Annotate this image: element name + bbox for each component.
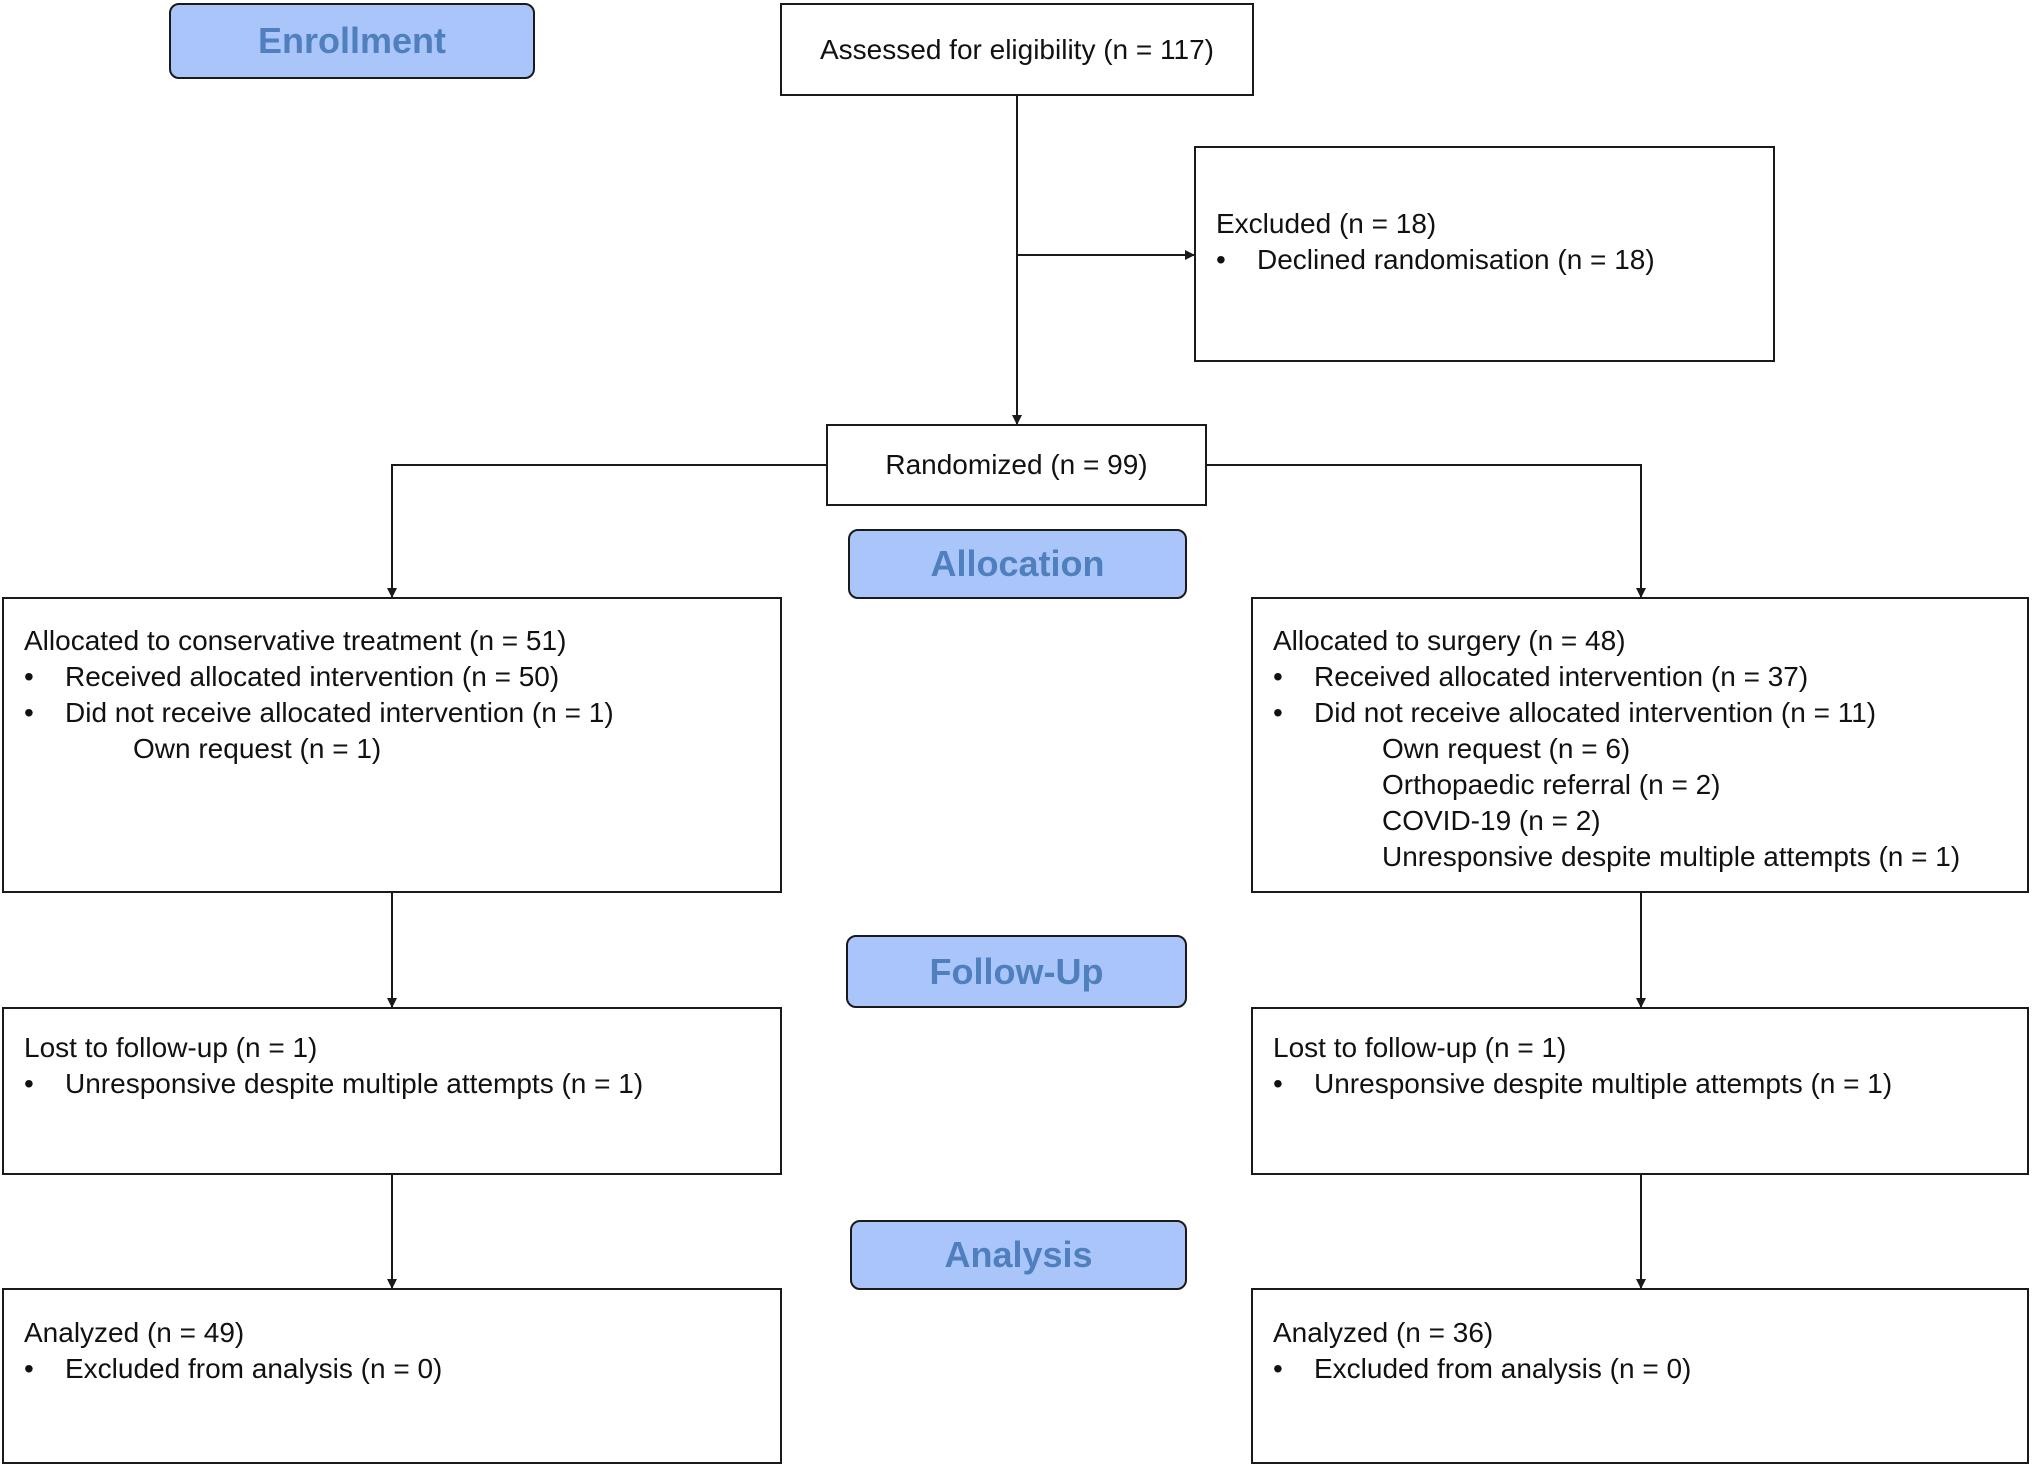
excluded-title: Excluded (n = 18) — [1216, 208, 1437, 239]
surgery-followup-title: Lost to follow-up (n = 1) — [1273, 1032, 1567, 1063]
conservative-followup-title: Lost to follow-up (n = 1) — [24, 1032, 318, 1063]
conservative-allocation-reason: Own request (n = 1) — [133, 733, 382, 764]
randomized-box: Randomized (n = 99) — [826, 424, 1207, 506]
arrow-randomized-to-surgery — [1207, 464, 1646, 598]
stage-follow-up-label: Follow-Up — [929, 950, 1104, 992]
conservative-allocation-item-text: Received allocated intervention (n = 50) — [65, 661, 560, 692]
stage-enrollment: Enrollment — [169, 3, 535, 79]
surgery-allocation-title: Allocated to surgery (n = 48) — [1273, 625, 1626, 656]
bullet-dot: • — [24, 1068, 34, 1099]
conservative-analysis-item-text: Excluded from analysis (n = 0) — [65, 1353, 443, 1384]
surgery-allocation-item: • Received allocated intervention (n = 37… — [1273, 659, 2017, 695]
conservative-allocation-box: Allocated to conservative treatment (n =… — [2, 597, 782, 893]
conservative-analysis-title: Analyzed (n = 49) — [24, 1317, 245, 1348]
conservative-analysis-item: • Excluded from analysis (n = 0) — [24, 1351, 770, 1387]
surgery-analysis-item: • Excluded from analysis (n = 0) — [1273, 1351, 2017, 1387]
stage-follow-up: Follow-Up — [846, 935, 1187, 1008]
surgery-allocation-item-text: Received allocated intervention (n = 37) — [1314, 661, 1809, 692]
surgery-allocation-reason: Own request (n = 6) — [1382, 733, 1631, 764]
stage-analysis-label: Analysis — [944, 1234, 1093, 1275]
surgery-analysis-title: Analyzed (n = 36) — [1273, 1317, 1494, 1348]
conservative-allocation-item-text: Did not receive allocated intervention (… — [65, 697, 614, 728]
bullet-dot: • — [1273, 697, 1283, 728]
bullet-dot: • — [1273, 661, 1283, 692]
surgery-followup-item-text: Unresponsive despite multiple attempts (… — [1314, 1068, 1893, 1099]
arrow-randomized-to-conservative — [387, 464, 826, 598]
conservative-followup-item: • Unresponsive despite multiple attempts … — [24, 1066, 770, 1102]
surgery-allocation-item: • Did not receive allocated intervention … — [1273, 695, 2017, 731]
bullet-dot: • — [24, 661, 34, 692]
surgery-followup-item: • Unresponsive despite multiple attempts … — [1273, 1066, 2017, 1102]
surgery-allocation-item-text: Did not receive allocated intervention (… — [1314, 697, 1877, 728]
surgery-allocation-box: Allocated to surgery (n = 48) • Received … — [1251, 597, 2029, 893]
surgery-allocation-reason: Orthopaedic referral (n = 2) — [1382, 769, 1721, 800]
conservative-allocation-item: • Received allocated intervention (n = 50… — [24, 659, 770, 695]
conservative-analysis-box: Analyzed (n = 49) • Excluded from analysi… — [2, 1288, 782, 1464]
stage-allocation: Allocation — [848, 529, 1187, 599]
surgery-analysis-box: Analyzed (n = 36) • Excluded from analysi… — [1251, 1288, 2029, 1464]
conservative-followup-box: Lost to follow-up (n = 1) • Unresponsive … — [2, 1007, 782, 1175]
conservative-followup-item-text: Unresponsive despite multiple attempts (… — [65, 1068, 644, 1099]
bullet-dot: • — [1216, 244, 1226, 275]
randomized-text: Randomized (n = 99) — [885, 449, 1148, 480]
stage-allocation-label: Allocation — [930, 543, 1105, 584]
assessed-box: Assessed for eligibility (n = 117) — [780, 3, 1254, 96]
excluded-item-text: Declined randomisation (n = 18) — [1257, 244, 1655, 275]
bullet-dot: • — [1273, 1353, 1283, 1384]
stage-analysis: Analysis — [850, 1220, 1187, 1290]
surgery-analysis-item-text: Excluded from analysis (n = 0) — [1314, 1353, 1692, 1384]
excluded-item: • Declined randomisation (n = 18) — [1216, 242, 1763, 278]
excluded-box: Excluded (n = 18) • Declined randomisatio… — [1194, 146, 1775, 362]
conservative-allocation-item: • Did not receive allocated intervention … — [24, 695, 770, 731]
assessed-text: Assessed for eligibility (n = 117) — [820, 33, 1214, 65]
surgery-allocation-reason: COVID-19 (n = 2) — [1382, 805, 1601, 836]
bullet-dot: • — [1273, 1068, 1283, 1099]
conservative-allocation-title: Allocated to conservative treatment (n =… — [24, 625, 567, 656]
surgery-followup-box: Lost to follow-up (n = 1) • Unresponsive … — [1251, 1007, 2029, 1175]
surgery-allocation-reason: Unresponsive despite multiple attempts (… — [1382, 841, 1961, 872]
bullet-dot: • — [24, 1353, 34, 1384]
bullet-dot: • — [24, 697, 34, 728]
stage-enrollment-label: Enrollment — [257, 20, 446, 61]
